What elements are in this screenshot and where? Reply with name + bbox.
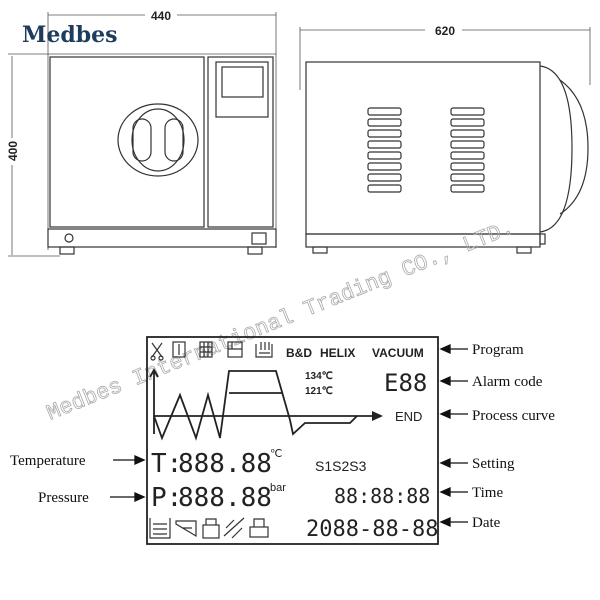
vent-slot [367, 162, 402, 171]
vent-slot [367, 184, 402, 193]
time-value: 88:88:88 [334, 484, 430, 508]
handpiece-icon [172, 341, 186, 358]
process-curve [153, 370, 358, 441]
callout-arrow [439, 408, 468, 420]
vent-slot [367, 107, 402, 116]
vent-slot [367, 118, 402, 127]
usb-icon [223, 517, 245, 539]
brand-logo: Medbes [22, 22, 118, 48]
vent-slot [450, 129, 485, 138]
pressure-value: 888.88 [178, 483, 272, 513]
date-value: 2088-88-88 [306, 517, 438, 542]
depth-dimension: 620 [435, 24, 455, 38]
setting-value: S1S2S3 [315, 458, 367, 474]
callouts: Program Alarm code Process curve Setting… [10, 342, 555, 531]
y-axis [149, 368, 159, 434]
vent-slot [367, 173, 402, 182]
program-vacuum: VACUUM [372, 346, 424, 360]
vent-slot [450, 118, 485, 127]
drain-tank-icon [175, 520, 197, 538]
callout-arrow [113, 454, 146, 466]
power-switch [251, 232, 267, 245]
callout-arrow [439, 516, 468, 528]
callout-time: Time [472, 485, 503, 501]
temperature-unit: ℃ [270, 448, 282, 460]
callout-temperature: Temperature [10, 453, 86, 469]
height-dimension: 400 [6, 141, 20, 161]
program-icons [150, 341, 273, 361]
temp-121: 121℃ [305, 386, 333, 397]
callout-setting: Setting [472, 456, 515, 472]
vent-slot [450, 162, 485, 171]
vent-slot [450, 140, 485, 149]
program-bd: B&D [286, 346, 312, 360]
program-helix: HELIX [320, 346, 355, 360]
width-dimension: 440 [151, 9, 171, 23]
vent-slot [450, 173, 485, 182]
side-view: 620 [299, 24, 591, 254]
liquid-icon [255, 342, 273, 358]
callout-process-curve: Process curve [472, 408, 555, 424]
callout-arrow [439, 343, 468, 355]
end-label: END [395, 409, 422, 424]
scissors-icon [150, 342, 164, 361]
callout-alarm-code: Alarm code [472, 374, 543, 390]
vent-slot [450, 184, 485, 193]
alarm-code: E88 [384, 369, 427, 397]
status-icons [149, 517, 269, 539]
vent-slot [450, 107, 485, 116]
pressure-prefix: P: [151, 483, 182, 513]
vent-slot [367, 151, 402, 160]
power-indicator [64, 233, 74, 243]
door-handle [117, 103, 199, 177]
callout-pressure: Pressure [38, 490, 89, 506]
door-lock-icon [202, 518, 220, 539]
vent-slot [450, 151, 485, 160]
callout-program: Program [472, 342, 524, 358]
temp-prefix: T: [151, 449, 182, 479]
temp-134: 134℃ [305, 371, 333, 382]
rack-icon [199, 341, 213, 358]
tray-icon [227, 341, 243, 358]
water-tank-icon [149, 518, 171, 539]
temperature-value: 888.88 [178, 449, 272, 479]
lcd-display: B&D HELIX VACUUM 134℃ 121℃ E88 END T: 88… [146, 336, 439, 545]
callout-arrow [439, 457, 468, 469]
vent-slot [367, 140, 402, 149]
callout-arrow [439, 375, 468, 387]
callout-arrow [110, 491, 146, 503]
callout-date: Date [472, 515, 501, 531]
front-view: 440 400 [6, 9, 277, 257]
printer-icon [249, 518, 269, 538]
pressure-unit: bar [270, 482, 286, 494]
vent-slot [367, 129, 402, 138]
callout-arrow [439, 486, 468, 498]
